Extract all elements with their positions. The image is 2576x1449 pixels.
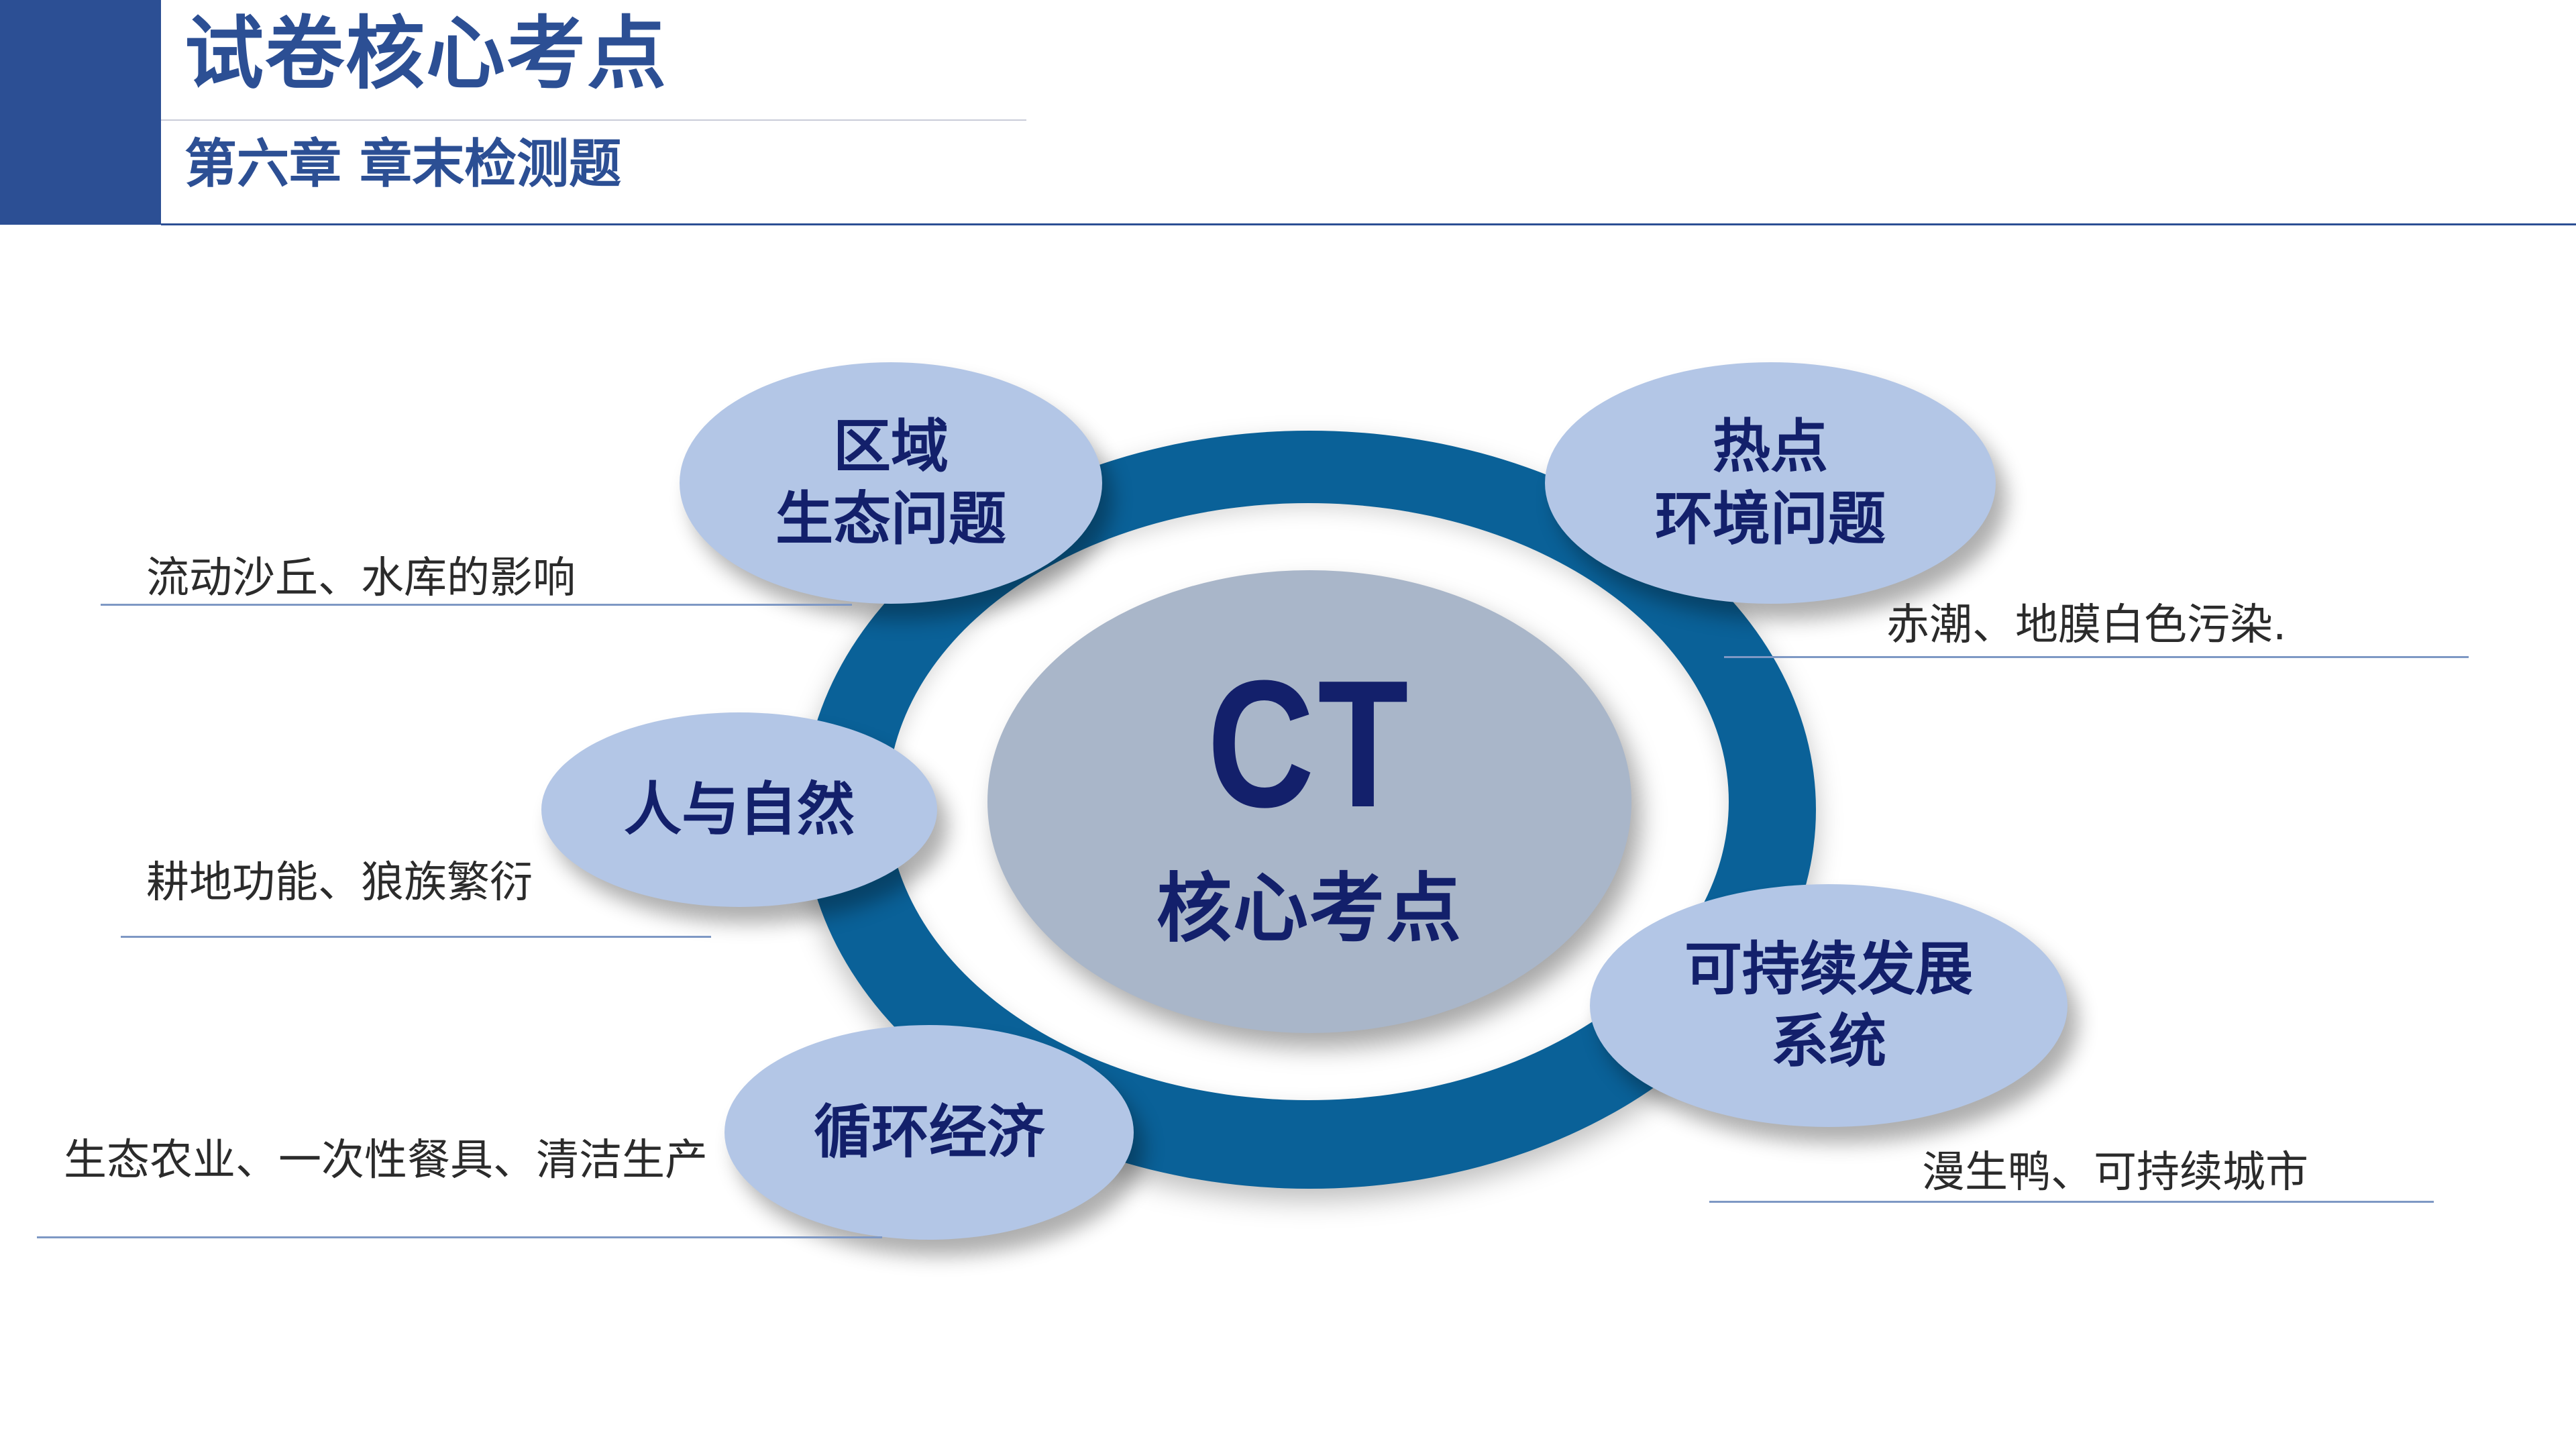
header-divider [161,223,2576,225]
node-human-nature: 人与自然 [541,712,937,907]
header-accent-block [0,0,161,225]
title-divider [161,119,1026,121]
node-label: 可持续发展 系统 [1684,936,1973,1075]
node-sustainable-development: 可持续发展 系统 [1590,884,2068,1127]
node-circular-economy: 循环经济 [724,1025,1134,1240]
page-subtitle: 第六章 章末检测题 [184,134,622,195]
note-underline [1724,656,2469,658]
node-label: 热点 环境问题 [1655,413,1886,553]
center-node-label: 核心考点 [1157,865,1462,953]
node-note-hot-environment: 赤潮、地膜白色污染. [1886,600,2287,650]
page-title: 试卷核心考点 [184,7,668,100]
center-node [987,570,1631,1033]
note-underline [37,1236,882,1238]
note-underline [101,604,852,606]
note-underline [1709,1201,2434,1203]
node-label: 循环经济 [814,1099,1044,1166]
node-note-circular-economy: 生态农业、一次性餐具、清洁生产 [64,1136,708,1185]
note-underline [121,936,711,938]
node-note-regional-ecology: 流动沙丘、水库的影响 [146,553,576,603]
node-note-human-nature: 耕地功能、狼族繁衍 [146,858,533,908]
node-hot-environment: 热点 环境问题 [1545,362,1996,604]
node-note-sustainable-development: 漫生鸭、可持续城市 [1922,1148,2308,1197]
node-regional-ecology: 区域 生态问题 [680,362,1102,604]
center-node-abbr: CT [1207,643,1412,845]
node-label: 人与自然 [624,776,855,843]
node-label: 区域 生态问题 [775,413,1006,553]
